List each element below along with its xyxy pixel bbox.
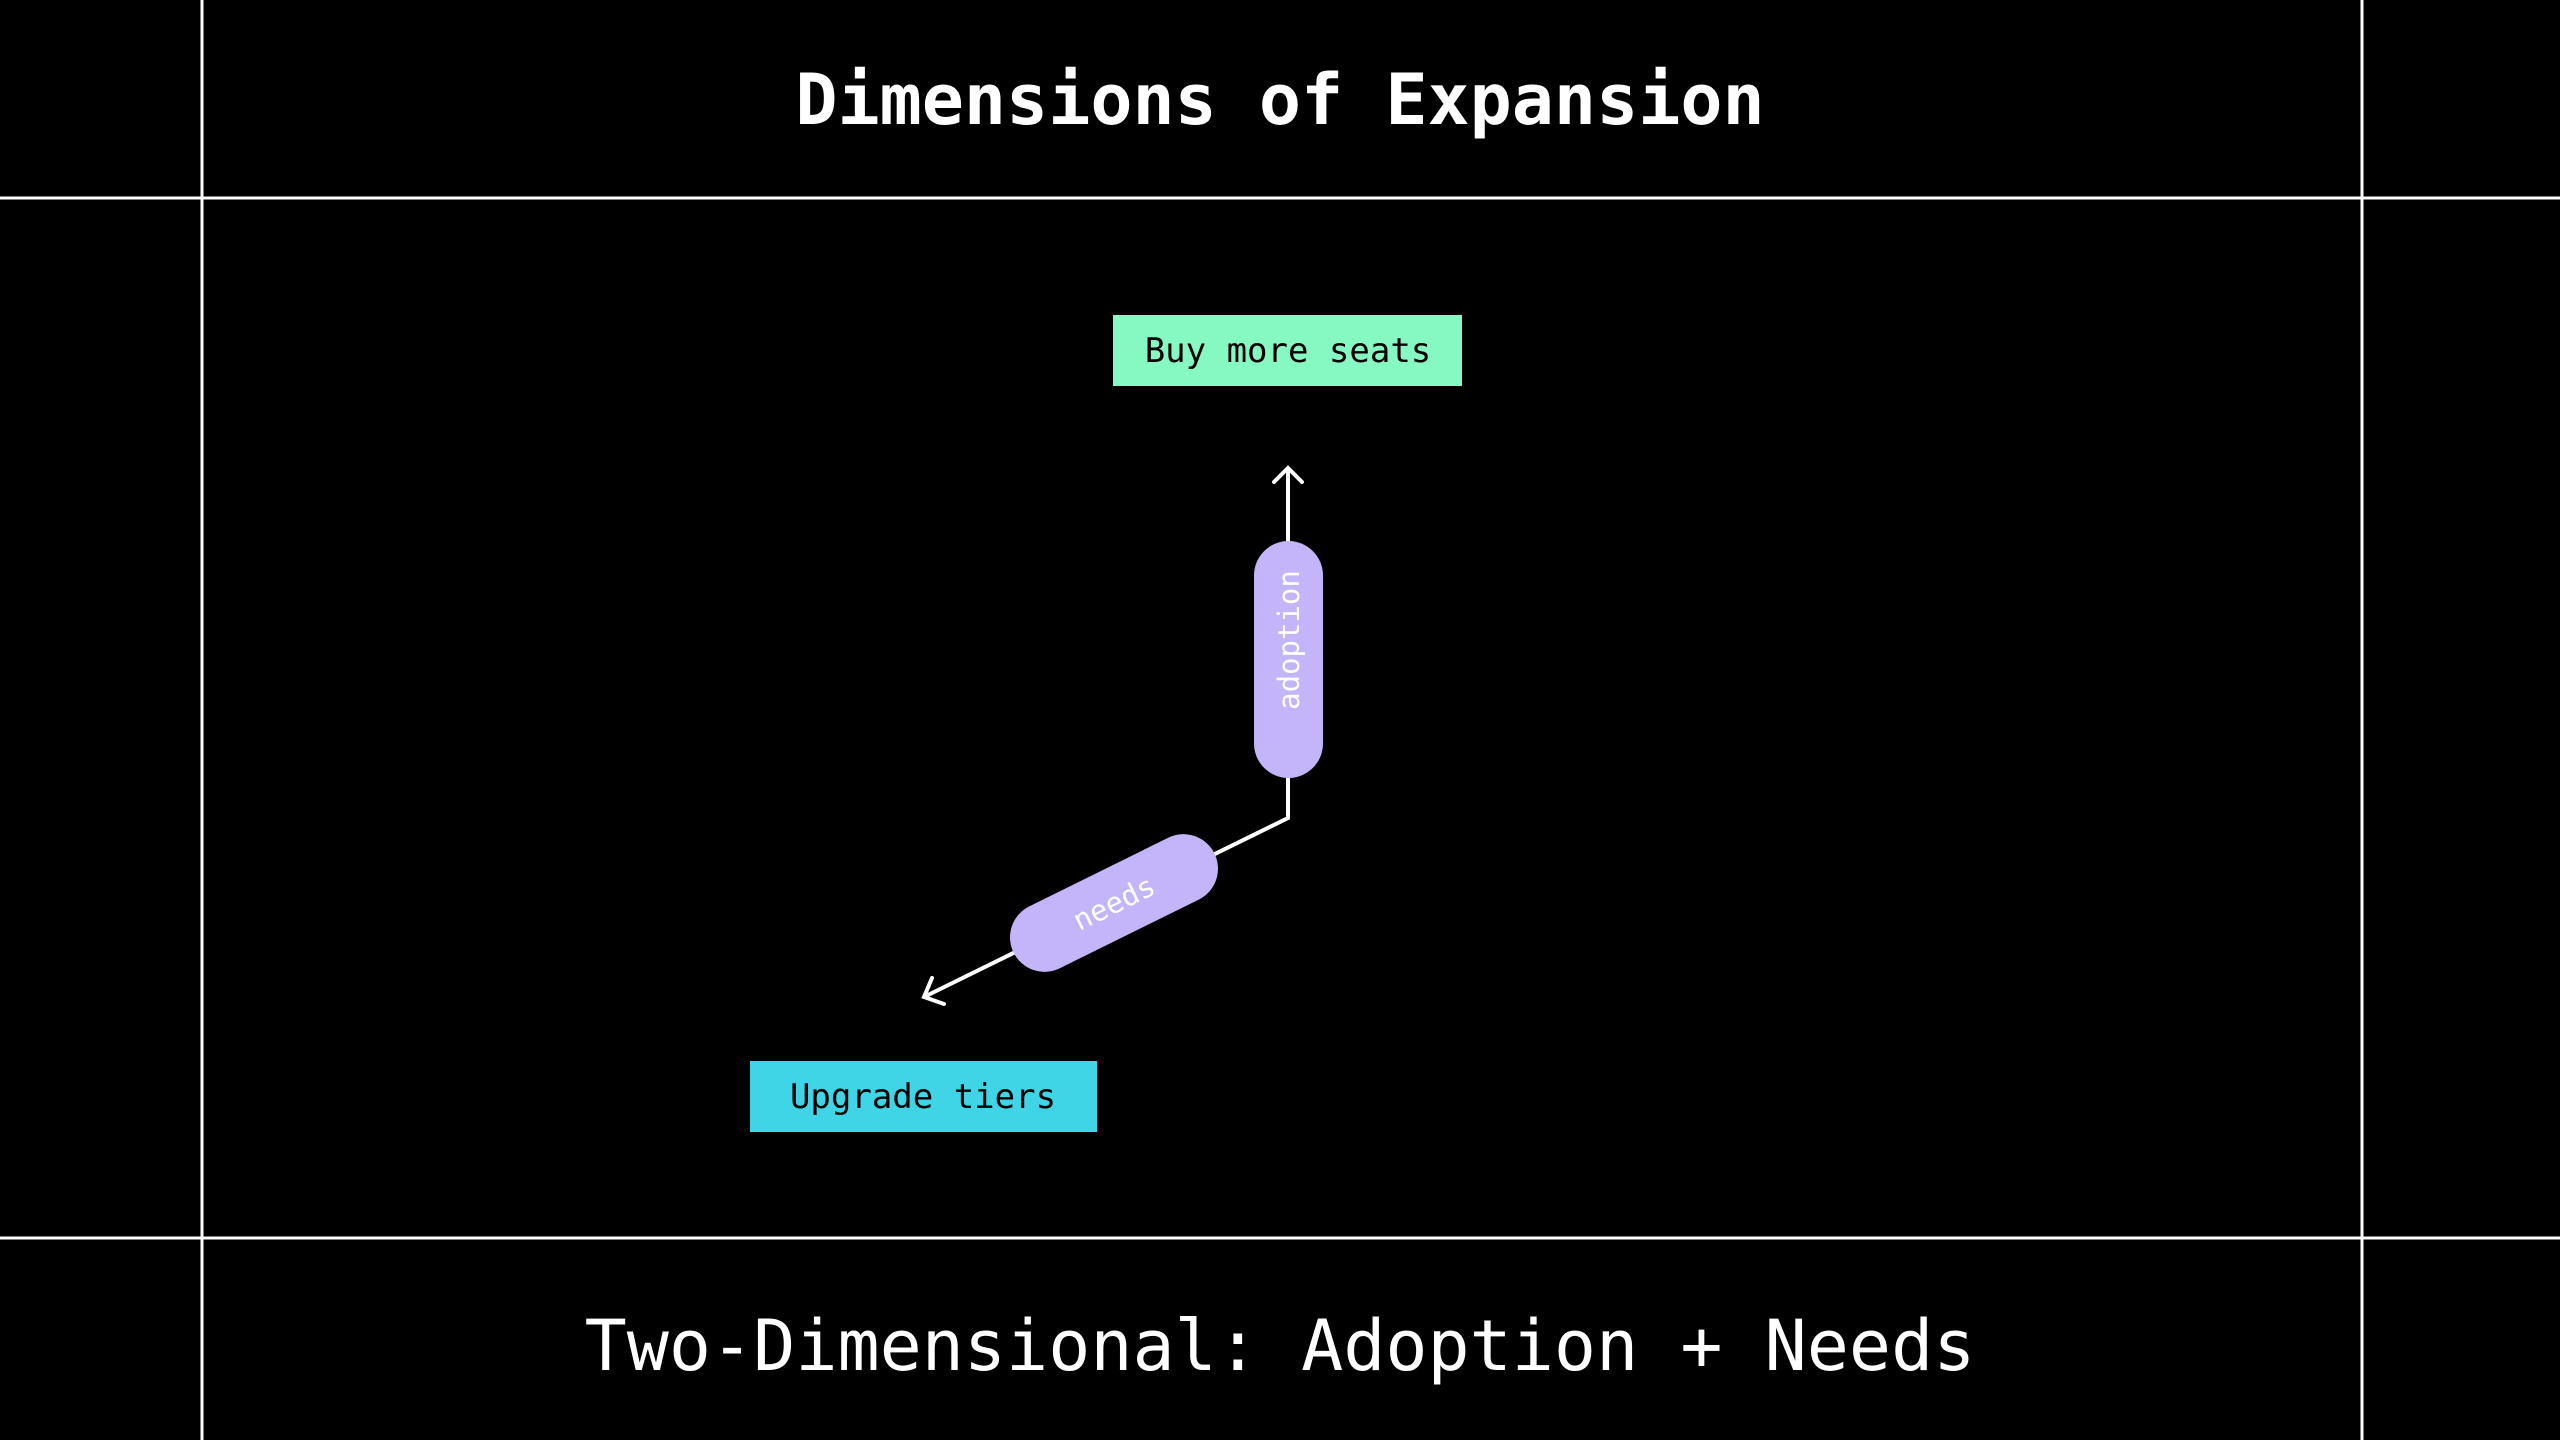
arrowhead-down-left-icon <box>921 976 946 1006</box>
page-subtitle: Two-Dimensional: Adoption + Needs <box>585 1305 1976 1387</box>
adoption-label: adoption <box>1272 570 1306 710</box>
buy-more-seats-box <box>1113 315 1462 386</box>
buy-more-seats-label: Buy more seats <box>1145 331 1432 371</box>
adoption-pill: adoption <box>1254 541 1323 778</box>
upgrade-tiers-box <box>750 1061 1097 1132</box>
arrowhead-up-icon <box>1272 465 1304 484</box>
needs-pill: needs <box>1010 834 1218 972</box>
page-title: Dimensions of Expansion <box>795 59 1764 141</box>
upgrade-tiers-label: Upgrade tiers <box>790 1077 1056 1117</box>
